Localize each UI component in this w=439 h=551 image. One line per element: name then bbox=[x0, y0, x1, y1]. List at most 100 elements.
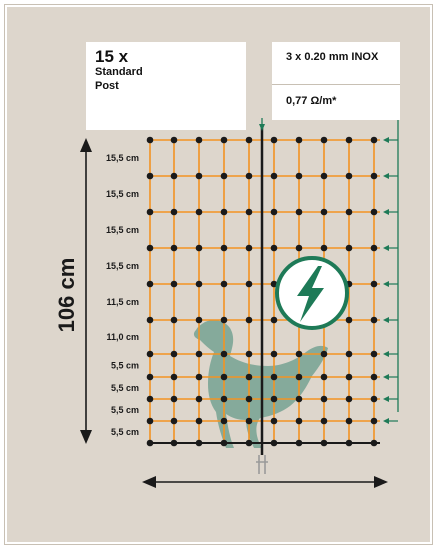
knot bbox=[195, 172, 203, 180]
wire-pointer-arrow bbox=[383, 317, 389, 323]
knot bbox=[370, 395, 378, 403]
knot bbox=[220, 417, 228, 425]
wire-pointer-arrow bbox=[383, 418, 389, 424]
knot bbox=[320, 208, 328, 216]
knot bbox=[220, 136, 228, 144]
wire-box-divider bbox=[272, 84, 400, 85]
knot bbox=[270, 316, 278, 324]
knot bbox=[195, 350, 203, 358]
knot bbox=[320, 439, 328, 447]
knot bbox=[195, 208, 203, 216]
knot bbox=[195, 244, 203, 252]
knot bbox=[345, 373, 353, 381]
length-arrow-right bbox=[374, 476, 388, 488]
spacing-label: 11,0 cm bbox=[106, 332, 139, 342]
knot bbox=[270, 395, 278, 403]
knot bbox=[295, 172, 303, 180]
post-pointer-arrow bbox=[259, 124, 265, 131]
knot bbox=[295, 395, 303, 403]
knot bbox=[370, 280, 378, 288]
knot bbox=[320, 136, 328, 144]
knot bbox=[320, 373, 328, 381]
knot bbox=[320, 395, 328, 403]
knot bbox=[170, 136, 178, 144]
wire-pointer-arrow bbox=[383, 374, 389, 380]
post-count: 15 x bbox=[95, 47, 129, 66]
knot bbox=[220, 316, 228, 324]
knot bbox=[295, 417, 303, 425]
knot bbox=[295, 373, 303, 381]
knot bbox=[195, 417, 203, 425]
height-arrow-top bbox=[80, 138, 92, 152]
knot bbox=[220, 439, 228, 447]
knot bbox=[220, 280, 228, 288]
knot bbox=[295, 208, 303, 216]
knot bbox=[170, 350, 178, 358]
knot bbox=[146, 244, 154, 252]
knot bbox=[370, 417, 378, 425]
knot bbox=[170, 172, 178, 180]
knot bbox=[195, 280, 203, 288]
wire-info-box: 3 x 0.20 mm INOX 0,77 Ω/m* bbox=[272, 42, 400, 120]
knot bbox=[370, 439, 378, 447]
knot bbox=[345, 439, 353, 447]
knot bbox=[270, 280, 278, 288]
knot bbox=[345, 136, 353, 144]
knot bbox=[345, 244, 353, 252]
knot bbox=[220, 373, 228, 381]
post-info-box: 15 x Standard Post bbox=[86, 42, 246, 130]
knot bbox=[370, 208, 378, 216]
knot bbox=[270, 208, 278, 216]
knot bbox=[170, 244, 178, 252]
knot bbox=[146, 316, 154, 324]
post-spike-icon bbox=[256, 455, 268, 474]
height-label: 106 cm bbox=[54, 258, 79, 333]
knot bbox=[245, 395, 253, 403]
knot bbox=[146, 208, 154, 216]
knot bbox=[320, 244, 328, 252]
knot bbox=[146, 136, 154, 144]
knot bbox=[220, 244, 228, 252]
knot bbox=[270, 350, 278, 358]
wire-pointer-arrow bbox=[383, 173, 389, 179]
wire-pointer-arrow bbox=[383, 281, 389, 287]
knot bbox=[345, 417, 353, 425]
knot bbox=[370, 136, 378, 144]
knot bbox=[146, 350, 154, 358]
knot bbox=[370, 373, 378, 381]
wire-spec: 3 x 0.20 mm INOX bbox=[286, 51, 379, 63]
post-type-line1: Standard bbox=[95, 66, 143, 78]
knot bbox=[245, 316, 253, 324]
knot bbox=[320, 417, 328, 425]
knot bbox=[220, 172, 228, 180]
warning-sign bbox=[275, 256, 349, 330]
knot bbox=[170, 395, 178, 403]
knot bbox=[245, 172, 253, 180]
knot bbox=[195, 373, 203, 381]
knot bbox=[370, 316, 378, 324]
knot bbox=[270, 439, 278, 447]
post-type-line2: Post bbox=[95, 80, 119, 92]
knot bbox=[195, 316, 203, 324]
knot bbox=[320, 350, 328, 358]
spacing-label: 15,5 cm bbox=[106, 153, 139, 163]
wire-pointer-arrow bbox=[383, 209, 389, 215]
knot bbox=[345, 395, 353, 403]
knot bbox=[245, 136, 253, 144]
knot bbox=[195, 136, 203, 144]
knot bbox=[245, 244, 253, 252]
knot bbox=[270, 417, 278, 425]
knot bbox=[146, 417, 154, 425]
knot bbox=[295, 350, 303, 358]
knot bbox=[195, 439, 203, 447]
wire-pointer-arrow bbox=[383, 351, 389, 357]
knot bbox=[170, 208, 178, 216]
knot bbox=[245, 280, 253, 288]
spacing-label: 11,5 cm bbox=[106, 297, 139, 307]
wire-pointer-arrow bbox=[383, 396, 389, 402]
knot bbox=[295, 439, 303, 447]
knot bbox=[370, 244, 378, 252]
knot bbox=[220, 395, 228, 403]
spacing-label: 15,5 cm bbox=[106, 261, 139, 271]
